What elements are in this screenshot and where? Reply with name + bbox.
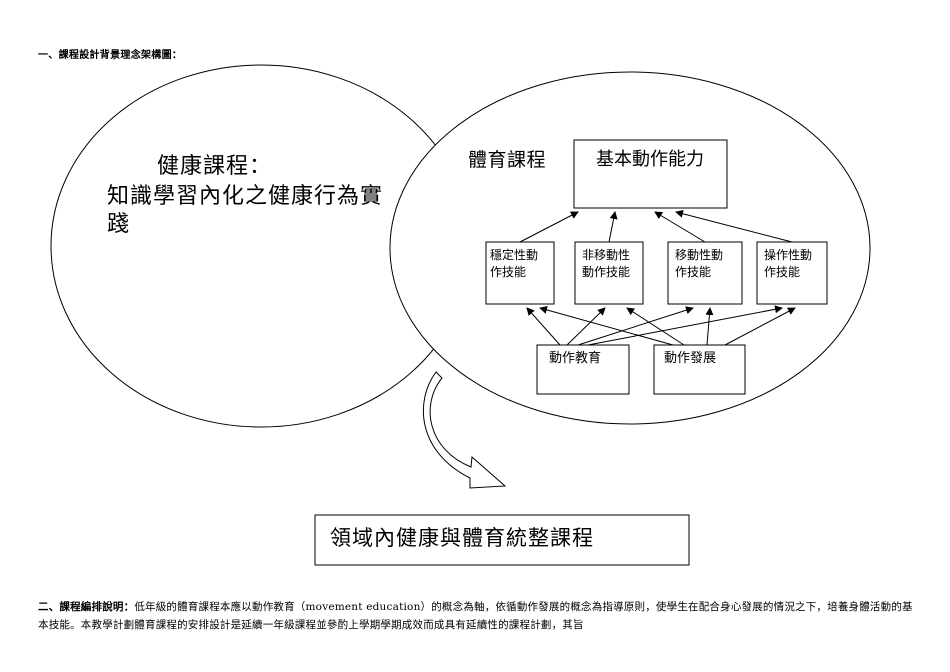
basic-ability-box (573, 139, 728, 209)
arrow-education-to-skill (577, 306, 694, 346)
arrow-education-to-skill (587, 305, 783, 346)
section2-heading: 二、課程編排說明： (38, 601, 135, 613)
movement-development-box (653, 344, 746, 395)
arrow-development-to-skill (626, 307, 685, 346)
integrated-course-label: 領域內健康與體育統整課程 (330, 526, 594, 550)
arrow-skill-to-basic (519, 211, 579, 243)
skill-label-line: 操作性動 (764, 248, 813, 262)
skill-box-stability (485, 241, 555, 305)
skill-label-stability: 穩定性動 作技能 (490, 247, 544, 281)
basic-ability-label: 基本動作能力 (596, 149, 704, 170)
arrow-skill-to-basic (654, 211, 706, 243)
arrow-education-to-skill (526, 307, 561, 346)
arrow-development-to-skill (705, 307, 714, 346)
arrow-education-to-skill (566, 307, 606, 346)
skill-label-line: 作技能 (675, 265, 712, 279)
movement-education-box (536, 344, 630, 395)
pe-course-title: 體育課程 (468, 149, 547, 171)
skill-box-nonlocomotor (574, 241, 644, 305)
curved-arrow (422, 371, 507, 489)
movement-development-label: 動作發展 (664, 351, 717, 366)
section-heading: 一、課程設計背景理念架構圖： (38, 50, 183, 61)
skill-label-line: 移動性動 (675, 248, 724, 262)
skill-box-locomotor (667, 241, 743, 305)
health-course-title: 健康課程： (157, 154, 273, 179)
skill-label-line: 動作技能 (582, 265, 631, 279)
section2-body: 低年級的體育課程本應以動作教育（movement education）的概念為軸… (38, 601, 913, 631)
skill-label-nonlocomotor: 非移動性 動作技能 (582, 247, 642, 281)
arrow-development-to-skill (724, 307, 796, 346)
skill-label-line: 非移動性 (582, 248, 631, 262)
skill-label-line: 穩定性動 (490, 248, 539, 262)
skill-label-locomotor: 移動性動 作技能 (675, 247, 735, 281)
arrow-skill-to-basic (675, 209, 793, 243)
movement-education-label: 動作教育 (549, 351, 602, 366)
integrated-course-box (314, 514, 690, 566)
health-course-description: 知識學習內化之健康行為實踐 (107, 184, 384, 237)
skill-label-line: 作技能 (490, 265, 527, 279)
arrow-development-to-skill (539, 306, 674, 346)
arrow-skill-to-basic (608, 211, 618, 243)
skill-box-manipulative (756, 241, 828, 305)
skill-label-line: 作技能 (764, 265, 801, 279)
skill-label-manipulative: 操作性動 作技能 (764, 247, 824, 281)
course-arrangement-paragraph: 二、課程編排說明：低年級的體育課程本應以動作教育（movement educat… (38, 598, 918, 634)
